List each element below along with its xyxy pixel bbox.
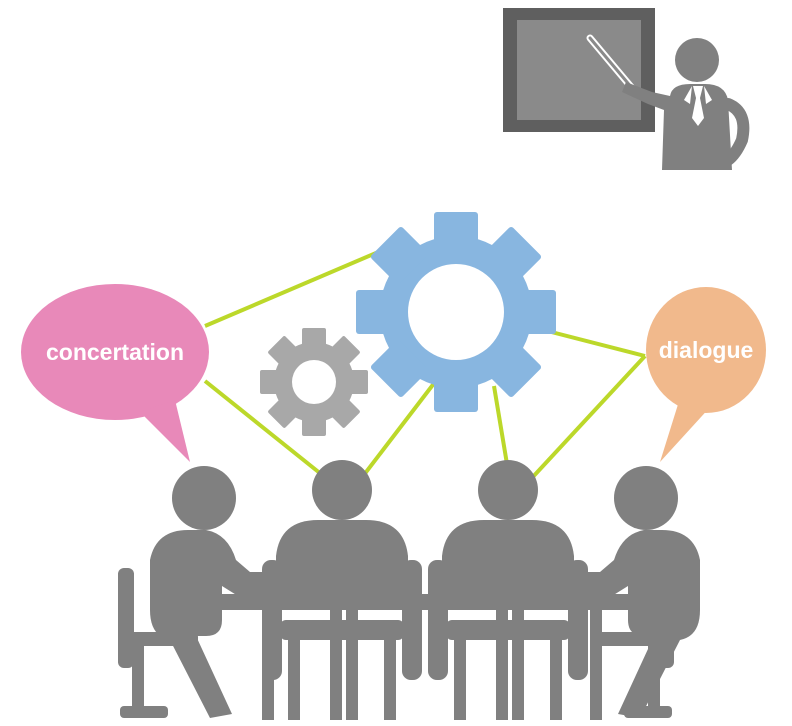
presenter-icon [503, 8, 750, 170]
speech-bubble-icon-right: dialogue [646, 287, 766, 462]
meeting-table-group [118, 460, 700, 720]
presenter-tie [692, 86, 704, 126]
person-icon-4 [584, 466, 700, 718]
gear-icon-large [356, 212, 556, 412]
chair-icon-4 [658, 568, 674, 668]
bubble-label-dialogue: dialogue [659, 337, 754, 363]
person-icon-2 [262, 460, 422, 720]
presenter-head [675, 38, 719, 82]
speech-bubble-icon-left: concertation [21, 284, 209, 462]
presenter-body [622, 82, 732, 170]
person-icon-3 [428, 460, 588, 720]
chair-icon-1 [118, 568, 134, 668]
gear-icon-small [260, 328, 368, 436]
person-icon-1 [118, 466, 266, 718]
bubble-label-concertation: concertation [46, 339, 184, 365]
board-surface [517, 20, 641, 120]
